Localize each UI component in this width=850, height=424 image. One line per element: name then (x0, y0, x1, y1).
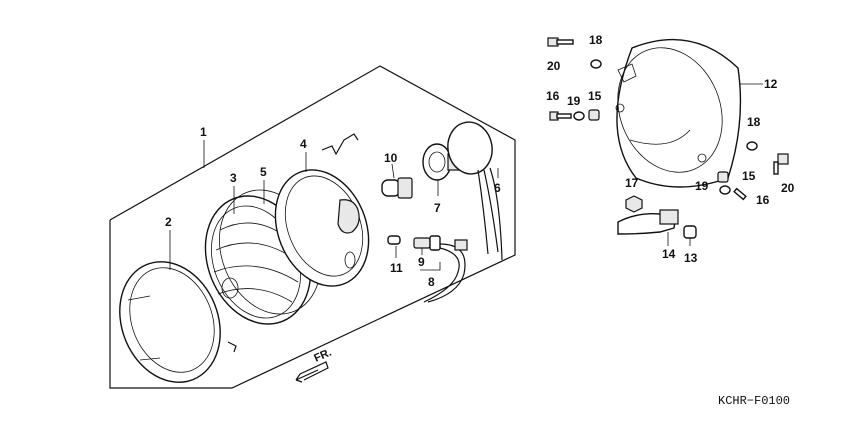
part-washer-19-upper (573, 111, 585, 121)
callout-9: 9 (418, 255, 425, 269)
part-reflector-ring (274, 169, 370, 287)
callout-20-lower: 20 (781, 181, 795, 195)
part-bolt-16-upper (549, 111, 572, 121)
callout-4: 4 (300, 137, 307, 151)
part-bolt-20-upper (547, 37, 574, 47)
leader-lines (169, 83, 763, 271)
callout-16-lower: 16 (756, 193, 770, 207)
part-bulb (381, 177, 413, 199)
callout-2: 2 (165, 215, 172, 229)
part-socket-wiring (447, 121, 503, 261)
callout-5: 5 (260, 165, 267, 179)
part-small-bulb (387, 235, 401, 245)
callout-1: 1 (200, 125, 207, 139)
callout-6: 6 (494, 181, 501, 195)
part-collar-15-lower (717, 171, 729, 183)
callout-14: 14 (662, 247, 676, 261)
part-nut-17 (625, 195, 643, 213)
callout-10: 10 (384, 151, 398, 165)
callout-labels: 1 2 3 4 5 6 7 8 9 10 11 12 13 14 15 15 1… (165, 33, 795, 289)
part-washer-18-upper (590, 59, 602, 69)
callout-19-upper: 19 (567, 94, 581, 108)
part-bolt-20-lower (773, 153, 789, 175)
part-rim (119, 261, 237, 383)
callout-16-upper: 16 (546, 89, 560, 103)
callout-12: 12 (764, 77, 778, 91)
callout-11: 11 (390, 261, 403, 275)
part-position-socket (413, 235, 441, 251)
part-washer-19-lower (719, 185, 731, 195)
callout-19-lower: 19 (695, 179, 709, 193)
callout-8: 8 (428, 275, 435, 289)
callout-13: 13 (684, 251, 698, 265)
diagram-code: KCHR−F0100 (718, 394, 790, 408)
part-wire-harness (423, 239, 468, 303)
part-collar-15-upper (588, 109, 600, 121)
callout-17: 17 (625, 176, 639, 190)
front-direction-arrow (295, 361, 329, 383)
callout-18-upper: 18 (589, 33, 603, 47)
part-spring-clip (321, 133, 359, 156)
part-headlight-case (615, 38, 742, 188)
callout-20-upper: 20 (547, 59, 561, 73)
callout-15-lower: 15 (742, 169, 756, 183)
assembly-boundary (109, 65, 516, 389)
callout-15-upper: 15 (588, 89, 602, 103)
callout-3: 3 (230, 171, 237, 185)
part-washer-18-lower (746, 141, 758, 151)
callout-18-lower: 18 (747, 115, 761, 129)
part-bracket (617, 209, 679, 235)
part-collar (683, 225, 697, 239)
callout-7: 7 (434, 201, 441, 215)
part-bolt-16-lower (733, 187, 747, 201)
